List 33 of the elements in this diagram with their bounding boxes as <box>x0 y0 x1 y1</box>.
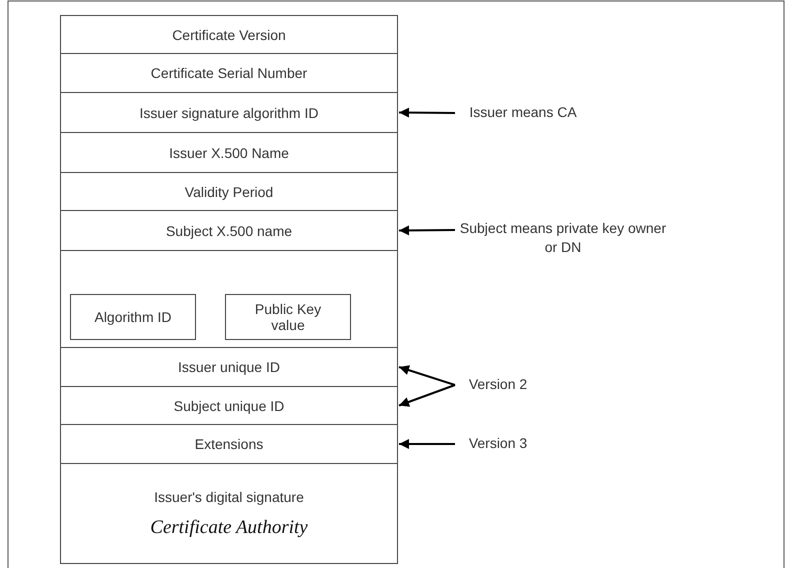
field-label: Issuer unique ID <box>178 359 280 375</box>
field-box: Algorithm ID <box>70 294 196 340</box>
field-row <box>60 210 398 251</box>
field-label: Issuer X.500 Name <box>169 144 289 160</box>
field-row <box>60 15 398 54</box>
signature-text: Certificate Authority <box>150 516 308 538</box>
annotation-text: Version 2 <box>458 375 538 395</box>
arrow <box>398 384 456 407</box>
field-row <box>60 250 398 348</box>
arrow <box>398 225 456 236</box>
field-label: Issuer signature algorithm ID <box>140 104 318 120</box>
field-row <box>60 92 398 133</box>
annotation-text: Version 3 <box>458 434 538 454</box>
field-label: Issuer's digital signature <box>154 488 304 504</box>
field-label: Validity Period <box>184 184 274 200</box>
arrow <box>398 108 456 118</box>
field-row <box>60 386 398 425</box>
field-label: Subject X.500 name <box>166 222 292 238</box>
arrow <box>398 365 456 386</box>
arrow <box>399 439 455 449</box>
annotation-text: Issuer means CA <box>458 103 588 123</box>
field-row <box>60 132 398 173</box>
field-row <box>60 424 398 464</box>
field-row <box>60 53 398 93</box>
field-row <box>60 463 398 564</box>
field-box: Public Key value <box>225 294 351 340</box>
field-label: Subject unique ID <box>174 398 284 414</box>
field-label: Certificate Serial Number <box>150 65 308 81</box>
field-label: Extensions <box>194 436 264 452</box>
field-row <box>60 172 398 211</box>
annotation-text: Subject means private key owner or DN <box>458 219 668 259</box>
field-row <box>60 347 398 387</box>
field-label: Certificate Version <box>172 26 286 42</box>
